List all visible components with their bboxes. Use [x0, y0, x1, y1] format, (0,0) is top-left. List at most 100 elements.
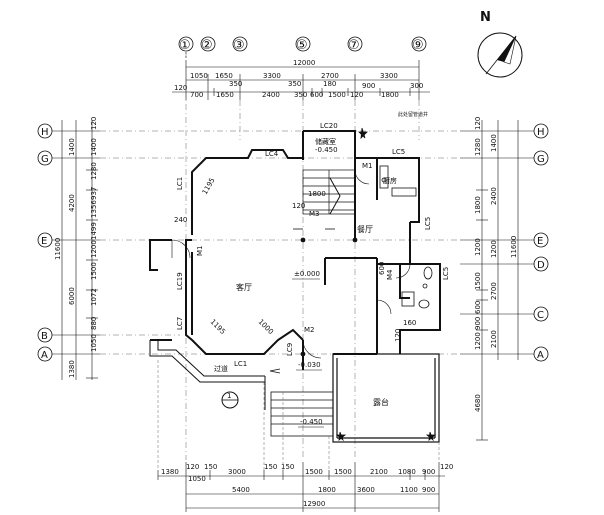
grid-right-C: C	[537, 310, 544, 321]
svg-text:1400: 1400	[68, 138, 76, 156]
svg-text:1050: 1050	[90, 334, 98, 352]
svg-text:1380: 1380	[161, 468, 179, 476]
right-dimension-text: 11600 1400 2400 1200 2700 2100 4680 120 …	[474, 117, 518, 412]
svg-text:1500: 1500	[474, 272, 482, 290]
bottom-extension-lines	[157, 360, 440, 470]
grid-left-B: B	[41, 331, 48, 342]
svg-text:350: 350	[294, 91, 307, 99]
grid-left-E: E	[41, 236, 47, 247]
svg-text:LC1: LC1	[234, 360, 247, 368]
svg-text:1800: 1800	[318, 486, 336, 494]
svg-text:880: 880	[90, 317, 98, 330]
grid-top-2: ②	[201, 38, 213, 53]
markers	[269, 127, 437, 442]
room-living: 客厅	[236, 282, 252, 292]
grid-right-G: G	[537, 154, 545, 165]
entry-steps	[270, 391, 334, 437]
svg-text:LC19: LC19	[176, 272, 184, 290]
grid-axis-top: ① ② ③ ⑤ ⑦ ⑨	[178, 36, 427, 53]
svg-text:4200: 4200	[68, 194, 76, 212]
svg-text:160: 160	[403, 319, 416, 327]
svg-text:LC5: LC5	[424, 217, 432, 230]
svg-text:2400: 2400	[490, 187, 498, 205]
svg-text:1050: 1050	[190, 72, 208, 80]
level-main: ±0.000	[294, 270, 320, 278]
building-walls	[149, 130, 441, 370]
level-passage: -0.030	[298, 361, 321, 369]
svg-text:M1: M1	[196, 246, 204, 257]
opening-tags: LC20 LC4 LC5 LC5 LC5 LC19 LC7 LC1 LC1 LC…	[174, 111, 450, 368]
north-label: N	[480, 10, 491, 25]
svg-text:1200: 1200	[474, 238, 482, 256]
svg-text:1000: 1000	[257, 318, 275, 336]
room-terrace: 露台	[373, 397, 389, 407]
svg-text:1195: 1195	[209, 318, 227, 336]
svg-text:6000: 6000	[68, 287, 76, 305]
svg-text:1650: 1650	[216, 91, 234, 99]
svg-text:240: 240	[174, 216, 187, 224]
room-passage: 过道	[214, 364, 228, 373]
svg-text:937: 937	[90, 187, 98, 200]
grid-left-G: G	[41, 154, 49, 165]
svg-text:120: 120	[174, 84, 187, 92]
svg-text:2700: 2700	[321, 72, 339, 80]
svg-text:LC4: LC4	[265, 150, 279, 158]
svg-text:600: 600	[310, 91, 323, 99]
svg-text:LC9: LC9	[286, 343, 294, 356]
svg-text:LC5: LC5	[442, 267, 450, 280]
svg-text:1500: 1500	[305, 468, 323, 476]
svg-text:700: 700	[190, 91, 203, 99]
grid-right-E: E	[537, 236, 543, 247]
svg-text:150: 150	[204, 463, 217, 471]
svg-text:LC7: LC7	[176, 317, 184, 330]
svg-text:150: 150	[264, 463, 277, 471]
svg-text:3000: 3000	[228, 468, 246, 476]
svg-text:3300: 3300	[263, 72, 281, 80]
svg-text:11600: 11600	[510, 236, 518, 258]
svg-text:LC20: LC20	[320, 122, 338, 130]
grid-axis-left: H G E B A	[37, 123, 53, 362]
level-storage: -0.450	[315, 146, 338, 154]
left-dimension-text: 11600 1400 4200 6000 1380 120 1400 1280 …	[54, 117, 98, 378]
bathroom-fixtures	[401, 266, 433, 309]
svg-text:1050: 1050	[188, 475, 206, 483]
svg-text:120: 120	[186, 463, 199, 471]
svg-text:12900: 12900	[303, 500, 325, 508]
svg-text:1356: 1356	[90, 200, 98, 218]
section-mark-number: 1	[227, 392, 231, 400]
level-entry: -0.450	[300, 418, 323, 426]
svg-text:120: 120	[90, 117, 98, 130]
room-dining: 餐厅	[357, 225, 373, 234]
stair	[302, 169, 356, 215]
svg-text:1200: 1200	[490, 240, 498, 258]
svg-text:900: 900	[422, 486, 435, 494]
grid-right-H: H	[537, 127, 545, 138]
svg-text:350: 350	[288, 80, 301, 88]
svg-text:1650: 1650	[215, 72, 233, 80]
svg-text:300: 300	[410, 82, 423, 90]
svg-text:1800: 1800	[474, 196, 482, 214]
room-kitchen: 厨房	[383, 176, 397, 185]
svg-text:1100: 1100	[400, 486, 418, 494]
svg-text:1800: 1800	[308, 190, 326, 198]
grid-top-9: ⑨	[412, 38, 424, 53]
svg-text:1080: 1080	[398, 468, 416, 476]
svg-text:1280: 1280	[474, 138, 482, 156]
grid-axis-right: H G E D C A	[533, 123, 549, 362]
svg-text:120: 120	[292, 202, 305, 210]
room-labels: 客厅 餐厅 厨房 储藏室 露台 过道	[214, 137, 397, 407]
grid-top-5: ⑤	[296, 38, 308, 53]
passage-outline	[149, 340, 266, 410]
grid-top-3: ③	[233, 38, 245, 53]
grid-right-A: A	[537, 350, 544, 361]
svg-text:1400: 1400	[490, 134, 498, 152]
svg-text:5400: 5400	[232, 486, 250, 494]
svg-text:2100: 2100	[490, 330, 498, 348]
svg-text:350: 350	[229, 80, 242, 88]
svg-text:1500: 1500	[334, 468, 352, 476]
kitchen-fixtures	[379, 165, 417, 197]
svg-text:LC5: LC5	[392, 148, 405, 156]
svg-text:2100: 2100	[370, 468, 388, 476]
top-dimension-text: 12000 1050 1650 3300 2700 3300 350 180 1…	[174, 59, 423, 99]
